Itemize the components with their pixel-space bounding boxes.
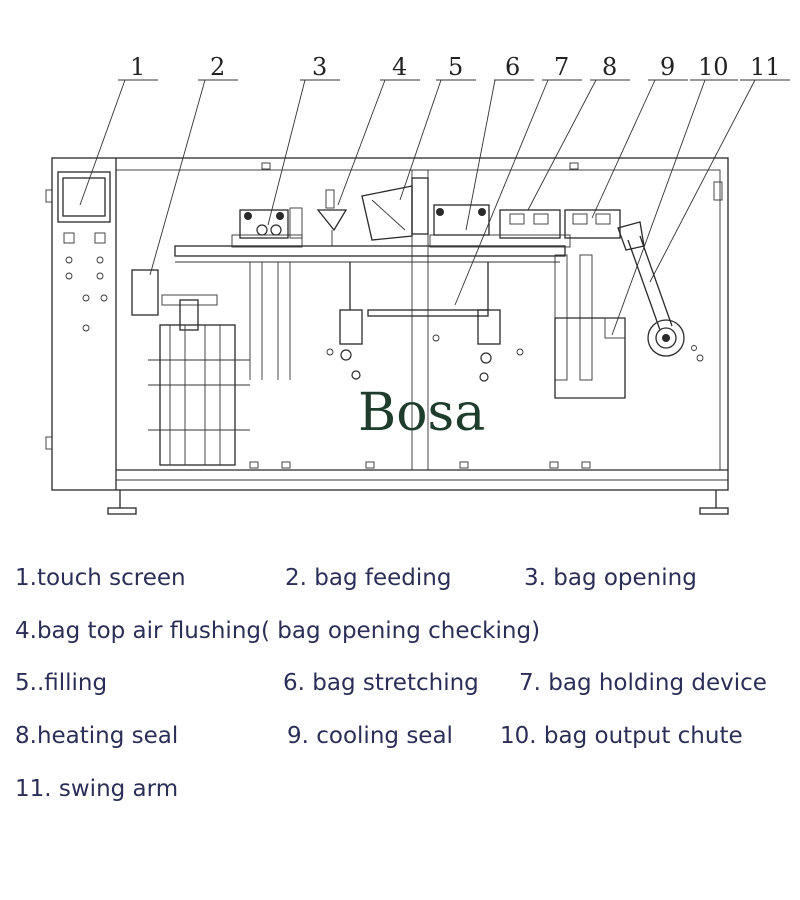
brand-watermark: Bosa (358, 383, 485, 443)
legend-item-bag-holding-device: 7. bag holding device (519, 670, 767, 696)
legend-item-air-flushing: 4.bag top air flushing( bag opening chec… (15, 618, 541, 644)
bag-opening-station (239, 207, 303, 239)
component-legend: 1.touch screen 2. bag feeding 3. bag ope… (0, 540, 800, 900)
callout-7: 7 (554, 53, 569, 81)
swing-arm (627, 235, 704, 362)
legend-item-bag-stretching: 6. bag stretching (283, 670, 479, 696)
legend-item-bag-opening: 3. bag opening (524, 565, 697, 591)
bag-output-chute (554, 254, 626, 399)
legend-row-4: 8.heating seal 9. cooling seal 10. bag o… (0, 716, 800, 756)
sealing-stations (433, 204, 645, 251)
callout-1: 1 (130, 53, 145, 81)
legend-item-heating-seal: 8.heating seal (15, 723, 179, 749)
bag-feeding-magazine (131, 269, 250, 466)
legend-item-filling: 5..filling (15, 670, 108, 696)
callout-3: 3 (312, 53, 327, 81)
machine-frame (45, 157, 729, 515)
callout-5: 5 (448, 53, 463, 81)
legend-row-1: 1.touch screen 2. bag feeding 3. bag ope… (0, 558, 800, 598)
leader-lines (79, 79, 790, 336)
legend-item-swing-arm: 11. swing arm (15, 776, 179, 802)
callout-2: 2 (210, 53, 225, 81)
callout-10: 10 (698, 53, 729, 81)
callout-8: 8 (602, 53, 617, 81)
callout-4: 4 (392, 53, 407, 81)
legend-row-5: 11. swing arm (0, 769, 800, 809)
bag-holding-device (326, 262, 524, 382)
legend-item-cooling-seal: 9. cooling seal (287, 723, 453, 749)
callout-11: 11 (750, 53, 781, 81)
legend-row-2: 4.bag top air flushing( bag opening chec… (0, 611, 800, 651)
top-rail (174, 234, 571, 380)
legend-item-bag-feeding: 2. bag feeding (285, 565, 452, 591)
legend-row-3: 5..filling 6. bag stretching 7. bag hold… (0, 663, 800, 703)
filling-station (316, 177, 429, 246)
callout-6: 6 (505, 53, 520, 81)
callout-numbers: 1 2 3 4 5 6 7 8 9 10 11 (130, 53, 781, 81)
control-panel (57, 171, 111, 332)
legend-item-bag-output-chute: 10. bag output chute (500, 723, 743, 749)
callout-9: 9 (660, 53, 675, 81)
base-brackets (249, 162, 591, 469)
machine-diagram: 1 2 3 4 5 6 7 8 9 10 11 (45, 53, 790, 515)
legend-item-touch-screen: 1.touch screen (15, 565, 186, 591)
